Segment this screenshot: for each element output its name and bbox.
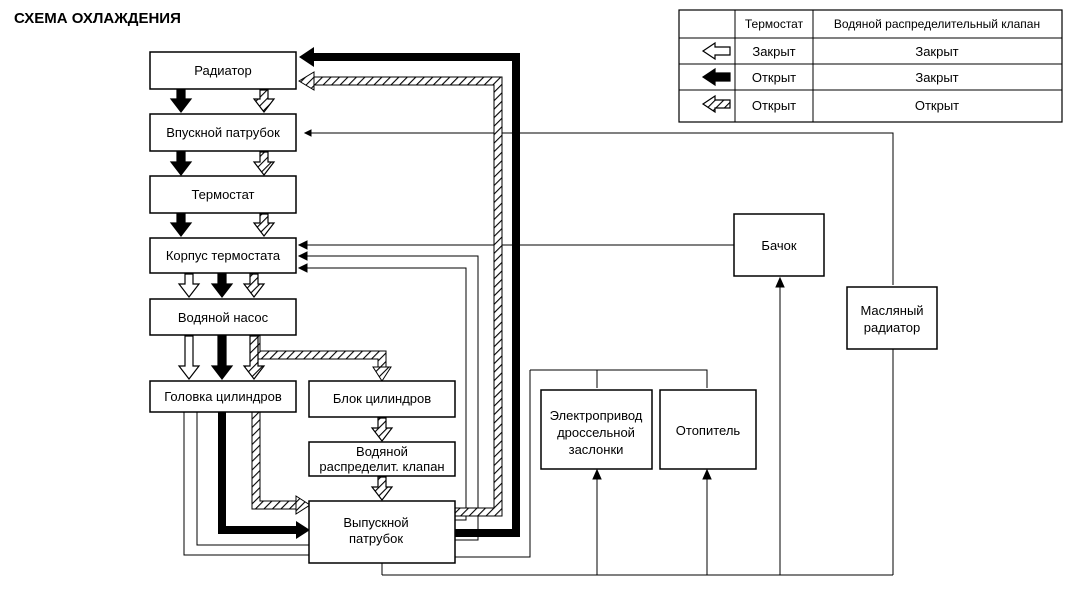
- svg-text:патрубок: патрубок: [349, 531, 403, 546]
- box-thermostat-housing: Корпус термостата: [149, 237, 297, 274]
- svg-text:Водяной: Водяной: [356, 444, 408, 459]
- svg-text:Корпус термостата: Корпус термостата: [166, 248, 281, 263]
- box-thermostat: Термостат: [149, 175, 297, 214]
- box-tank: Бачок: [733, 213, 825, 277]
- box-oil-radiator: Масляный радиатор: [846, 286, 938, 350]
- svg-text:Впускной патрубок: Впускной патрубок: [166, 125, 280, 140]
- hatched-return-line: [313, 77, 502, 516]
- legend-header-thermostat: Термостат: [745, 17, 804, 31]
- svg-text:Бачок: Бачок: [761, 238, 796, 253]
- box-throttle: Электропривод дроссельной заслонки: [540, 389, 653, 470]
- svg-text:Головка цилиндров: Головка цилиндров: [164, 389, 282, 404]
- legend-row2-thermostat: Открыт: [752, 70, 796, 85]
- legend-row3-thermostat: Открыт: [752, 98, 796, 113]
- black-arrow-icon: [701, 67, 731, 87]
- box-intake: Впускной патрубок: [149, 113, 297, 152]
- legend-row1-valve: Закрыт: [915, 44, 958, 59]
- white-arrow-icon: [701, 41, 731, 61]
- svg-text:Блок цилиндров: Блок цилиндров: [333, 391, 431, 406]
- diagram-title: СХЕМА ОХЛАЖДЕНИЯ: [14, 10, 181, 27]
- box-radiator: Радиатор: [149, 51, 297, 90]
- svg-text:распределит. клапан: распределит. клапан: [319, 459, 444, 474]
- legend-table: Термостат Водяной распределительный клап…: [678, 9, 1063, 123]
- legend-row2-valve: Закрыт: [915, 70, 958, 85]
- svg-text:дроссельной: дроссельной: [557, 425, 635, 440]
- flow-arrows: [169, 89, 394, 501]
- box-exhaust: Выпускной патрубок: [308, 500, 456, 564]
- black-return-line: [313, 53, 520, 537]
- box-heater: Отопитель: [659, 389, 757, 470]
- svg-text:Радиатор: Радиатор: [194, 63, 252, 78]
- svg-text:Термостат: Термостат: [191, 187, 254, 202]
- hatched-pump-to-block: [252, 335, 386, 368]
- box-water-valve: Водяной распределит. клапан: [308, 441, 456, 477]
- legend-row3-valve: Открыт: [915, 98, 959, 113]
- box-water-pump: Водяной насос: [149, 298, 297, 336]
- legend-row1-thermostat: Закрыт: [752, 44, 795, 59]
- legend-header-valve: Водяной распределительный клапан: [834, 17, 1040, 31]
- hatched-head-to-exhaust: [252, 412, 300, 509]
- svg-text:Масляный: Масляный: [860, 303, 923, 318]
- svg-text:заслонки: заслонки: [569, 442, 624, 457]
- svg-text:Электропривод: Электропривод: [550, 408, 643, 423]
- svg-text:Выпускной: Выпускной: [343, 515, 408, 530]
- box-cylinder-head: Головка цилиндров: [149, 380, 297, 413]
- black-head-to-exhaust: [218, 412, 300, 534]
- thin-lines: [183, 129, 894, 576]
- box-cylinder-block: Блок цилиндров: [308, 380, 456, 418]
- svg-text:Водяной насос: Водяной насос: [178, 310, 269, 325]
- svg-text:Отопитель: Отопитель: [676, 423, 741, 438]
- hatched-arrow-icon: [701, 94, 731, 114]
- svg-text:радиатор: радиатор: [864, 320, 921, 335]
